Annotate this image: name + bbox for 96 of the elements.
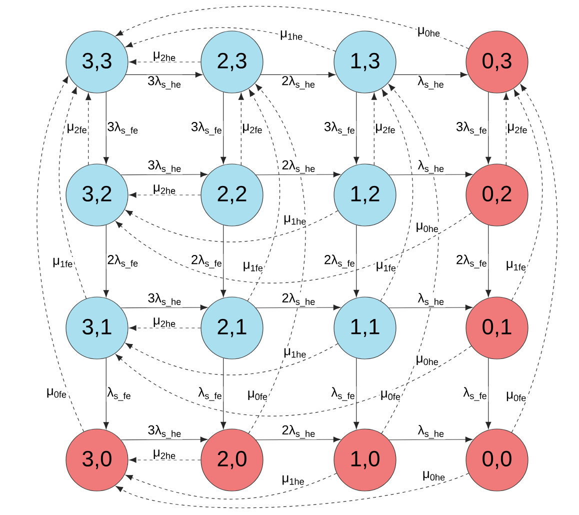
edge-label: μ$_{0fe}$ [380,390,402,401]
arrow [256,436,340,442]
arrow [116,472,469,508]
arrow [380,89,414,302]
arrow [381,84,439,434]
edge-label: 3λ$_{s_he}$ [146,159,182,174]
edge-label: 2λ$_{s_fe}$ [106,254,140,270]
arrow [129,192,201,198]
edge-label: λ$_{s_he}$ [416,74,446,90]
edge-label: λ$_{s_he}$ [417,159,446,174]
arrow [354,358,360,429]
edge-label: μ$_{2he}$ [152,448,177,460]
edge-label: μ$_{0he}$ [415,222,440,233]
arrow [388,304,472,310]
arrow [256,172,340,178]
edge-label: μ$_{1he}$ [280,474,306,486]
arrow [220,92,226,164]
edge-label: 3λ$_{s_fe}$ [455,120,488,136]
arrow [125,472,337,500]
arrow [388,172,472,178]
arrow [486,224,492,297]
arrow [103,224,109,298]
edge-label: 2λ$_{s_he}$ [280,292,316,308]
edge-label: μ$_{2he}$ [152,184,177,195]
arrow [247,89,280,302]
arrow [125,210,338,242]
edge-label: μ$_{0he}$ [416,26,442,38]
arrow [116,346,472,416]
arrow [371,92,377,166]
edge-label: μ$_{1he}$ [282,347,308,358]
edge-label: 2λ$_{s_he}$ [280,74,316,90]
arrow [238,92,244,166]
arrow [393,72,468,78]
edge-label: λ$_{s_fe}$ [106,386,132,402]
arrow [260,72,336,78]
edge-label: μ$_{1fe}$ [505,260,528,272]
edge-label: 3λ$_{s_he}$ [146,292,182,308]
edge-label: μ$_{2fe}$ [506,123,529,134]
arrow [256,304,340,310]
arrow [220,224,226,297]
arrow [126,27,336,52]
arrow [388,436,472,442]
edge-label: μ$_{1fe}$ [242,261,264,272]
edge-label: 2λ$_{s_he}$ [280,159,316,174]
edge-label: μ$_{1he}$ [282,214,308,226]
edge-label: μ$_{2fe}$ [241,123,264,134]
arrow [220,358,226,429]
edge-label: μ$_{2fe}$ [374,123,397,134]
edge-label: 3λ$_{s_fe}$ [323,120,356,136]
edge-label: μ$_{1fe}$ [375,261,398,272]
arrow [354,224,360,297]
arrow [248,84,306,434]
arrow [511,89,543,301]
arrow [36,76,84,432]
arrow [486,358,492,429]
arrow [129,457,201,463]
arrow [116,212,472,284]
arrow [125,72,202,78]
edge-label: μ$_{0fe}$ [46,388,68,399]
edge-label: λ$_{s_fe}$ [330,386,356,402]
edge-label: μ$_{0fe}$ [505,390,528,402]
arrow [129,325,201,331]
edge-label: μ$_{2fe}$ [66,123,88,134]
edge-label: λ$_{s_fe}$ [197,386,224,402]
edge-label: 2λ$_{s_fe}$ [455,254,488,270]
edge-label: 3λ$_{s_he}$ [146,424,182,440]
edge-label: 3λ$_{s_fe}$ [190,120,224,136]
arrow [503,92,509,166]
arrow [120,304,208,310]
edge-label: 2λ$_{s_fe}$ [323,254,356,270]
edge-label: 3λ$_{s_he}$ [146,74,182,90]
edge-label: λ$_{s_fe}$ [462,386,488,402]
edge-label: λ$_{s_he}$ [417,424,446,440]
edge-label: μ$_{2he}$ [152,316,177,328]
arrow [120,436,208,442]
edge-label: μ$_{1he}$ [279,30,304,41]
arrow [58,86,87,299]
arrow [86,93,92,166]
edge-label: μ$_{0fe}$ [246,390,269,401]
arrow [103,92,109,164]
arrow [129,59,201,65]
arrow [116,6,469,50]
arrow [486,92,492,164]
edge-label: λ$_{s_he}$ [417,292,446,308]
edge-label: 2λ$_{s_fe}$ [190,254,224,270]
arrow [120,172,208,178]
edge-label: μ$_{1fe}$ [52,257,74,268]
arrow [125,343,338,376]
edge-label: μ$_{0he}$ [422,470,446,482]
edge-label: 3λ$_{s_fe}$ [106,120,140,136]
arrow [511,84,558,433]
arrow [354,92,360,164]
edge-label: μ$_{2he}$ [152,50,177,62]
edge-label: 2λ$_{s_he}$ [280,424,316,440]
arrow [103,358,109,430]
edge-label: μ$_{0he}$ [415,354,440,366]
